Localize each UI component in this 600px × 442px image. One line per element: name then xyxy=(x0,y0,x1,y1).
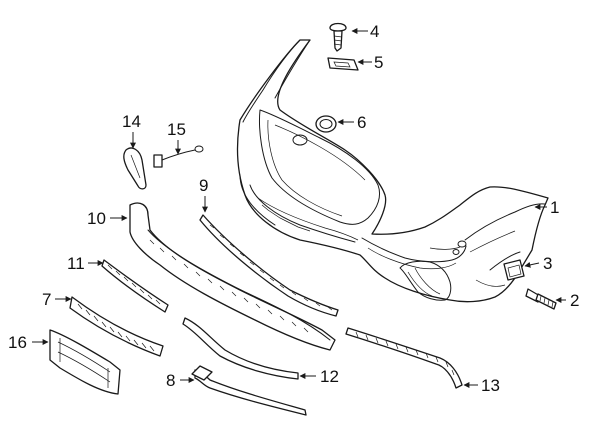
callout-number: 9 xyxy=(199,176,208,195)
grille-trim-9 xyxy=(199,214,339,317)
callout-13: 13 xyxy=(463,376,500,395)
bumper-cover xyxy=(236,39,549,303)
plate-bracket-16 xyxy=(49,329,121,395)
callout-number: 7 xyxy=(42,290,51,309)
trim-strip-7 xyxy=(69,296,164,357)
callout-1: 1 xyxy=(534,198,559,217)
screw-4 xyxy=(329,22,347,52)
side-trim-13 xyxy=(345,327,463,389)
bracket-14 xyxy=(123,147,147,190)
callout-number: 15 xyxy=(167,120,186,139)
callout-8: 8 xyxy=(166,371,195,390)
molding-12 xyxy=(182,317,299,380)
callout-16: 16 xyxy=(8,333,49,352)
lower-grille-10 xyxy=(129,202,336,351)
callout-number: 14 xyxy=(122,112,141,131)
bracket-5 xyxy=(327,57,359,71)
callout-2: 2 xyxy=(555,291,579,310)
trim-strip-11 xyxy=(101,259,169,313)
callout-number: 4 xyxy=(370,22,379,41)
callout-9: 9 xyxy=(199,176,208,213)
callout-number: 5 xyxy=(374,53,383,72)
callout-number: 10 xyxy=(87,209,106,228)
callout-15: 15 xyxy=(167,120,186,155)
callout-7: 7 xyxy=(42,290,72,309)
seal-ring-6 xyxy=(315,115,337,133)
callout-3: 3 xyxy=(524,254,552,273)
callout-number: 2 xyxy=(570,291,579,310)
callout-number: 3 xyxy=(543,254,552,273)
callout-number: 8 xyxy=(166,371,175,390)
callout-12: 12 xyxy=(299,367,339,386)
callout-number: 6 xyxy=(357,113,366,132)
lower-strip-8 xyxy=(191,365,307,416)
callout-14: 14 xyxy=(122,112,141,149)
callout-number: 16 xyxy=(8,333,27,352)
callout-6: 6 xyxy=(337,113,366,132)
callout-4: 4 xyxy=(351,22,379,41)
callout-5: 5 xyxy=(357,53,383,72)
callout-number: 13 xyxy=(481,376,500,395)
callout-number: 12 xyxy=(320,367,339,386)
callout-number: 11 xyxy=(67,254,85,273)
callout-number: 1 xyxy=(550,198,559,217)
retainer-clip-3 xyxy=(503,259,525,281)
callout-11: 11 xyxy=(67,254,104,273)
bolt-2 xyxy=(525,288,557,310)
callout-10: 10 xyxy=(87,209,128,228)
